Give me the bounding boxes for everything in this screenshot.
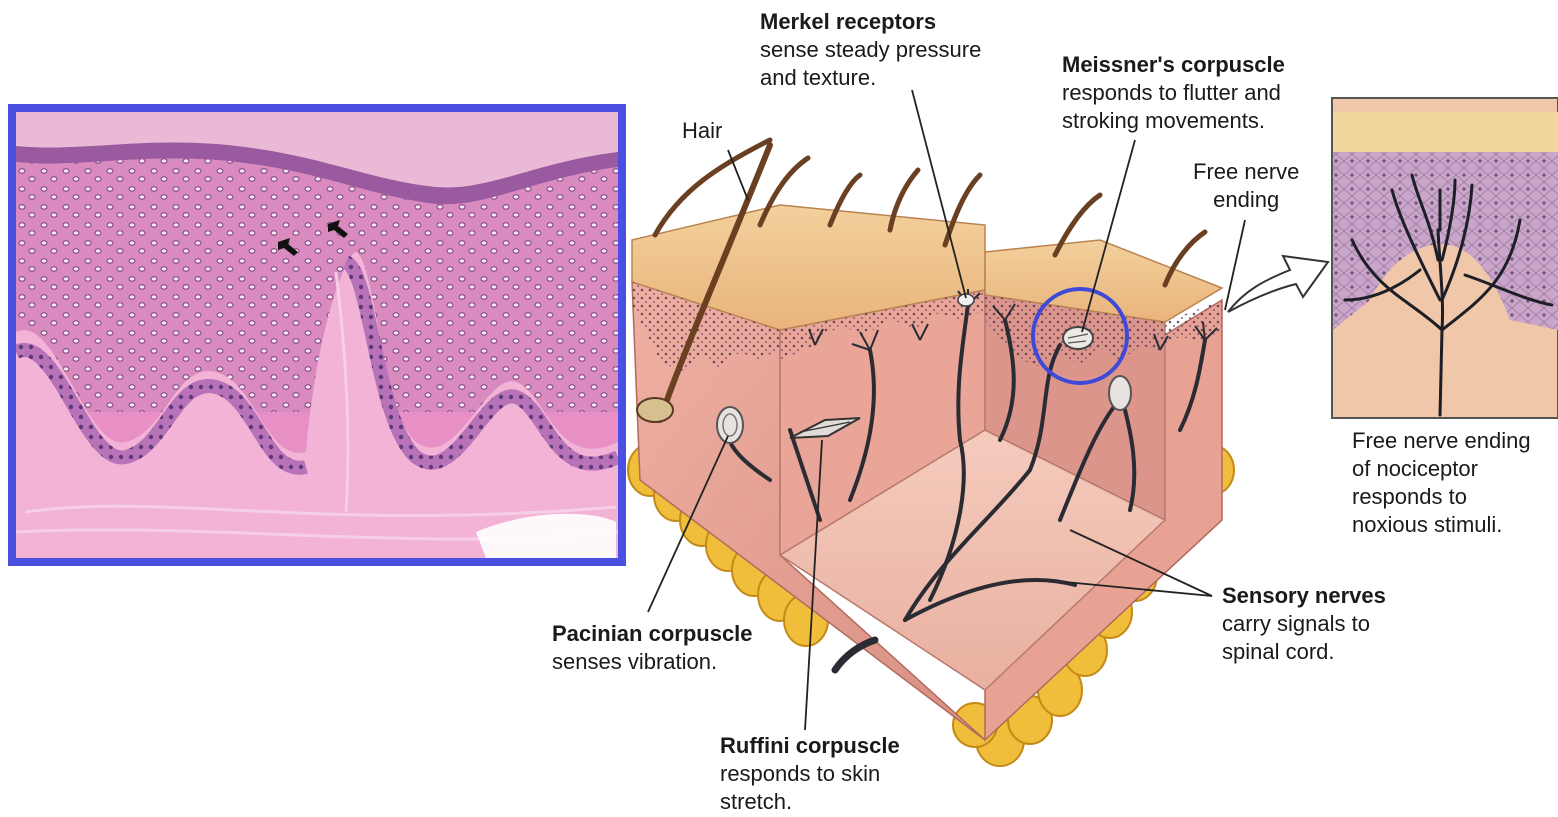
- nociceptor-line-1: Free nerve ending: [1352, 427, 1531, 455]
- ruffini-desc-2: stretch.: [720, 788, 900, 816]
- merkel-title: Merkel receptors: [760, 8, 981, 36]
- meissner-title: Meissner's corpuscle: [1062, 51, 1285, 79]
- nociceptor-line-3: responds to: [1352, 483, 1531, 511]
- free-nerve-line-1: Free nerve: [1193, 158, 1299, 186]
- ruffini-title: Ruffini corpuscle: [720, 732, 900, 760]
- sensory-desc-2: spinal cord.: [1222, 638, 1386, 666]
- pacinian-desc-1: senses vibration.: [552, 648, 753, 676]
- nociceptor-line-2: of nociceptor: [1352, 455, 1531, 483]
- sensory-desc-1: carry signals to: [1222, 610, 1386, 638]
- meissner-label: Meissner's corpuscle responds to flutter…: [1062, 51, 1285, 135]
- nociceptor-label: Free nerve ending of nociceptor responds…: [1352, 427, 1531, 539]
- meissner-desc-2: stroking movements.: [1062, 107, 1285, 135]
- ruffini-label: Ruffini corpuscle responds to skin stret…: [720, 732, 900, 816]
- hair-label: Hair: [682, 117, 722, 145]
- nociceptor-line-4: noxious stimuli.: [1352, 511, 1531, 539]
- merkel-desc-1: sense steady pressure: [760, 36, 981, 64]
- sensory-nerves-label: Sensory nerves carry signals to spinal c…: [1222, 582, 1386, 666]
- nociceptor-inset: [1332, 98, 1558, 418]
- pacinian-corpuscle: [717, 407, 743, 443]
- pacinian-label: Pacinian corpuscle senses vibration.: [552, 620, 753, 676]
- free-nerve-label: Free nerve ending: [1193, 158, 1299, 214]
- histology-micrograph: [8, 104, 626, 566]
- hair-text: Hair: [682, 117, 722, 145]
- meissner-corpuscle: [1063, 327, 1093, 349]
- merkel-label: Merkel receptors sense steady pressure a…: [760, 8, 981, 92]
- histology-image: [16, 112, 618, 558]
- ruffini-desc-1: responds to skin: [720, 760, 900, 788]
- free-nerve-line-2: ending: [1193, 186, 1299, 214]
- meissner-desc-1: responds to flutter and: [1062, 79, 1285, 107]
- sensory-title: Sensory nerves: [1222, 582, 1386, 610]
- merkel-desc-2: and texture.: [760, 64, 981, 92]
- pacinian-title: Pacinian corpuscle: [552, 620, 753, 648]
- callout-arrow-icon: [1228, 256, 1328, 312]
